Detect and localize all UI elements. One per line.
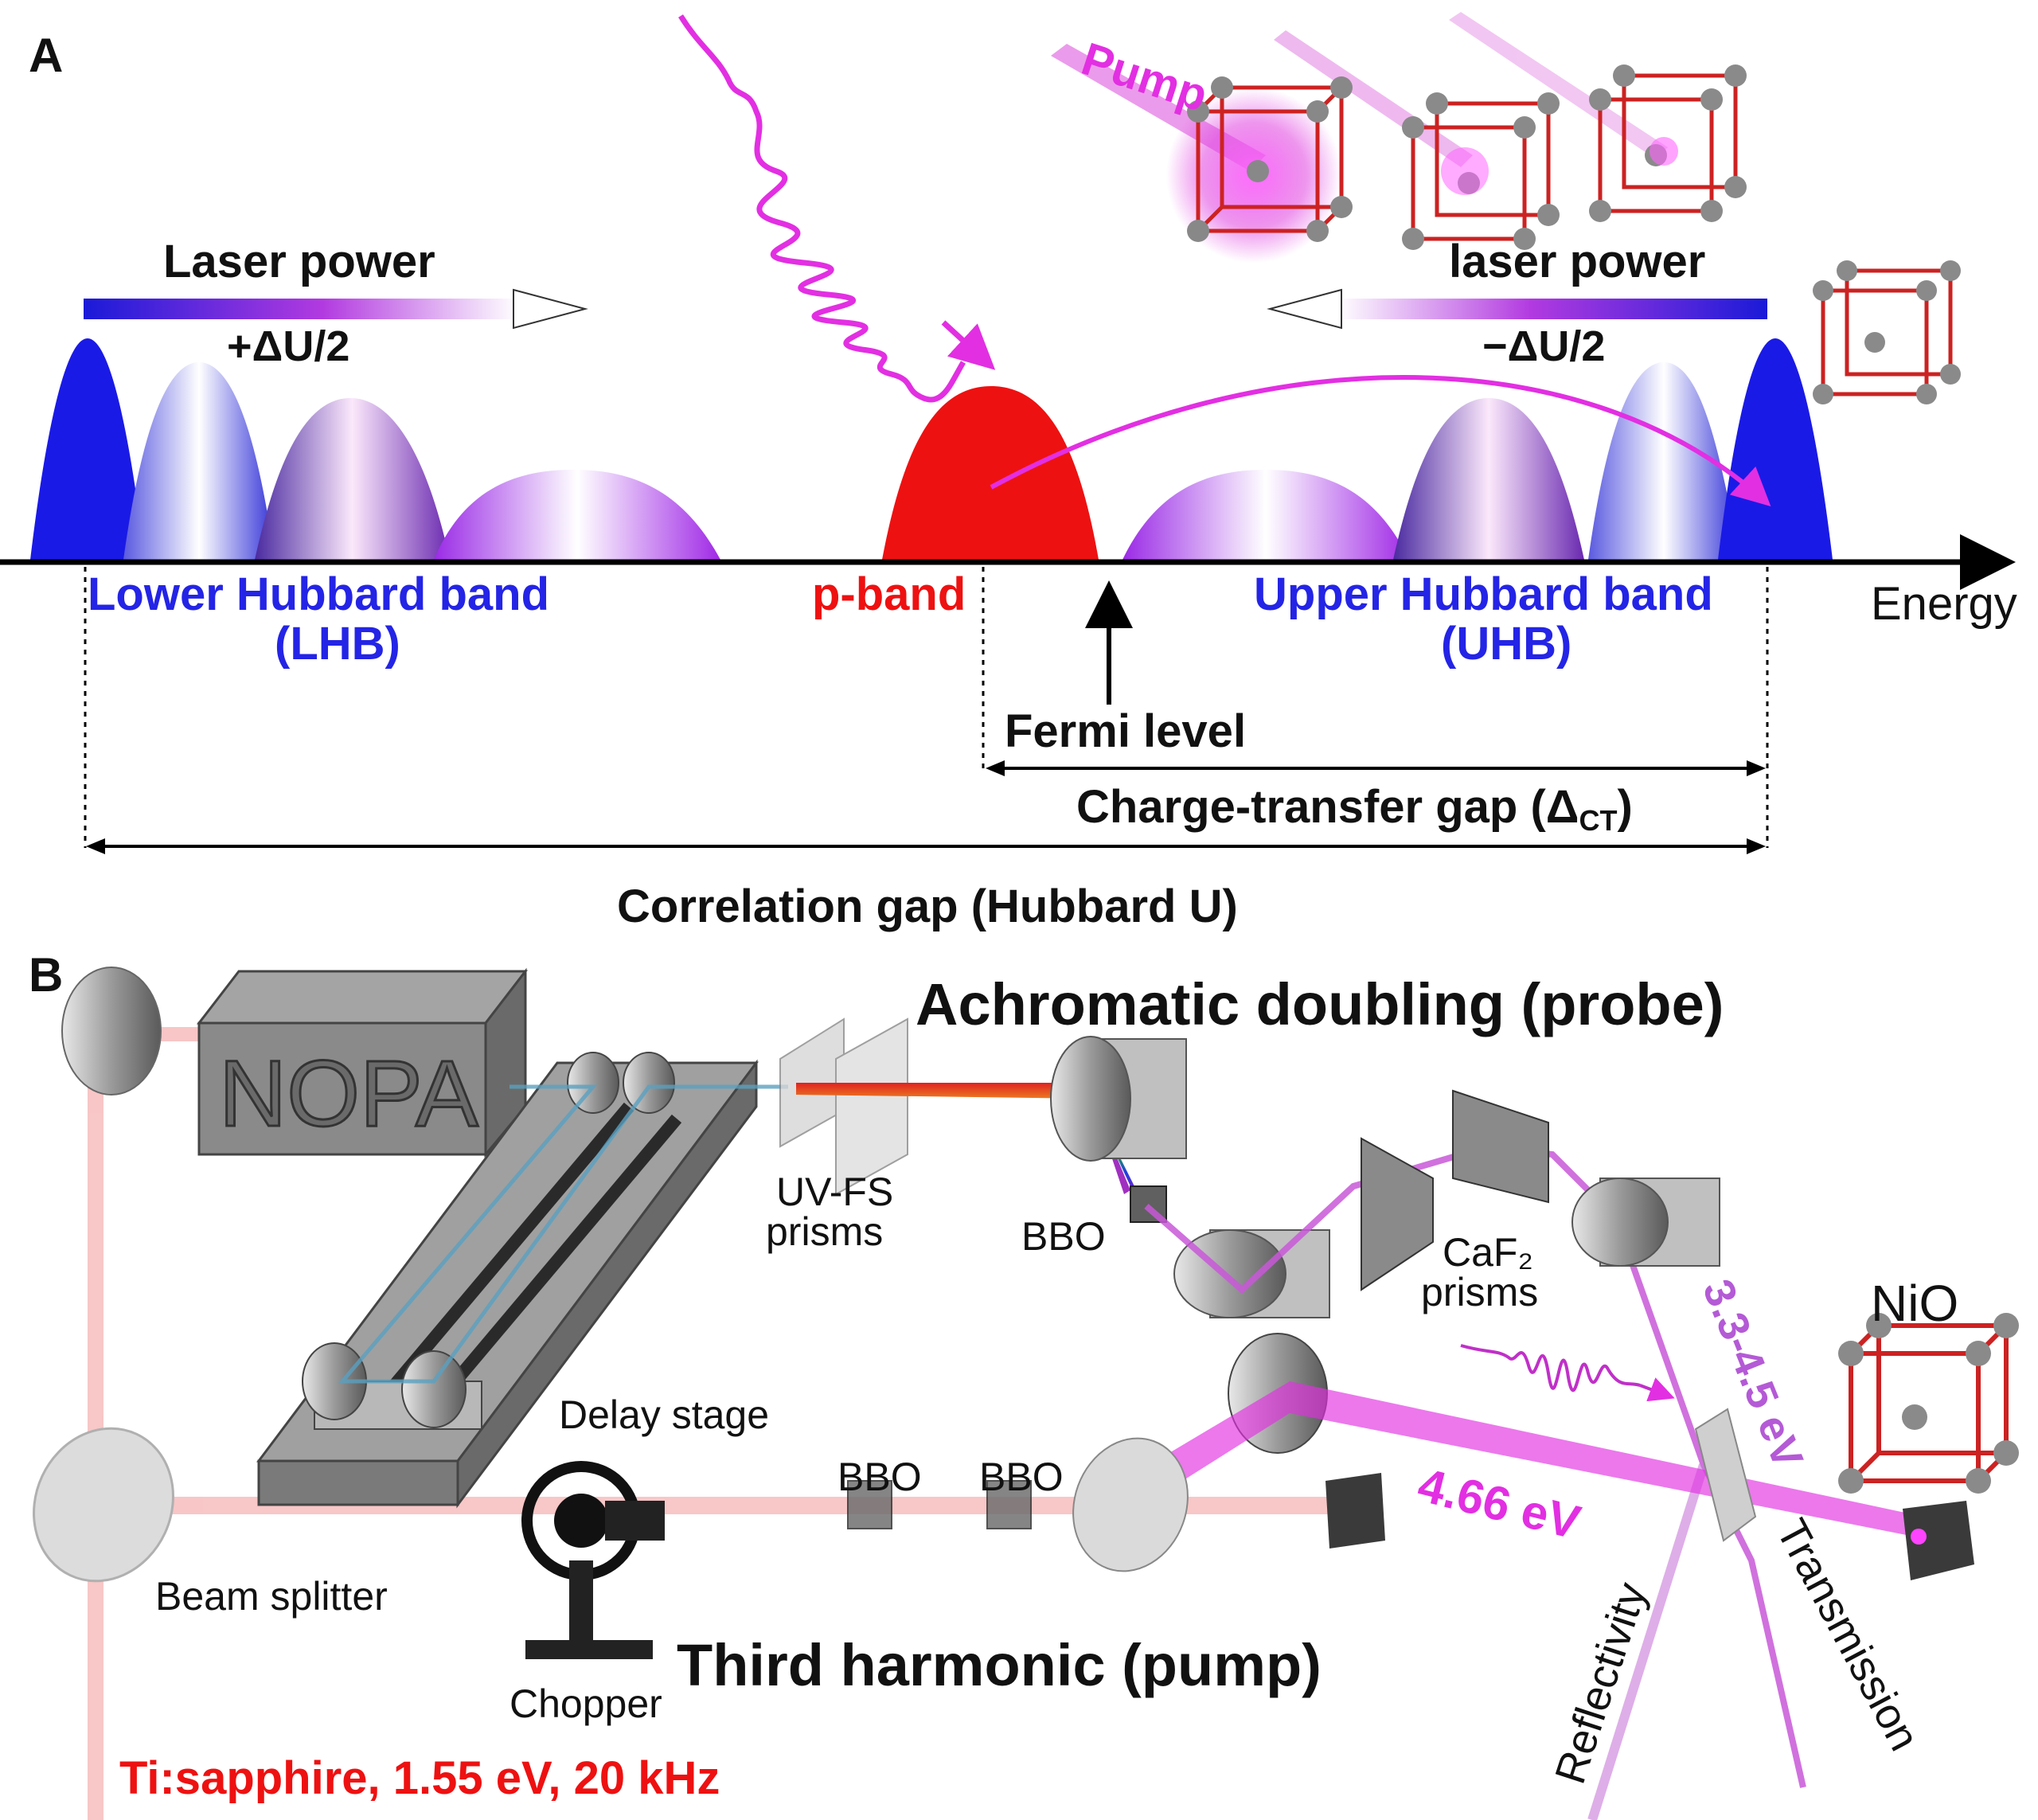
- bbo-pump-label-1: BBO: [837, 1455, 922, 1499]
- panel-a-label: A: [29, 29, 64, 82]
- nio-label: NiO: [1871, 1275, 1959, 1332]
- delta-u-right-label: −ΔU/2: [1482, 322, 1606, 370]
- caf2-label-line1: CaF₂: [1443, 1230, 1533, 1275]
- ct-gap-label: Charge-transfer gap (ΔCT): [1076, 781, 1633, 837]
- uhb-label: Upper Hubbard band: [1254, 568, 1713, 620]
- curved-mirror-3: [1571, 1178, 1720, 1267]
- pband-label: p-band: [812, 568, 966, 620]
- nopa-label: NOPA: [218, 1041, 480, 1146]
- beam-dump-middle: [1325, 1473, 1385, 1549]
- delay-stage: [256, 1052, 788, 1509]
- bbo-pump-label-2: BBO: [979, 1455, 1064, 1499]
- lhb-abbrev: (LHB): [275, 618, 400, 670]
- laser-power-left-arrow: [84, 288, 588, 330]
- laser-power-right-label: laser power: [1449, 236, 1706, 287]
- energy-axis-label: Energy: [1871, 578, 2017, 630]
- pump-wavepacket-arrow: [941, 320, 996, 370]
- ct-gap-subscript: CT: [1579, 804, 1618, 837]
- delta-u-left-label: +ΔU/2: [227, 322, 350, 370]
- caf2-label-line2: prisms: [1421, 1270, 1539, 1314]
- probe-wavepacket: [1460, 1344, 1641, 1392]
- dichroic-mirror: [1072, 1437, 1189, 1572]
- chopper: [521, 1461, 665, 1659]
- p-band-shape: [882, 386, 1099, 560]
- nio-sample-plate: [1694, 1408, 1757, 1542]
- probe-rainbow-beam: [796, 1083, 1138, 1194]
- ct-gap-arrow: [986, 760, 1766, 776]
- panel-b-label: B: [29, 948, 64, 1002]
- nio-crystal-3: [1589, 64, 1747, 222]
- correlation-gap-arrow: [86, 838, 1766, 854]
- ti-sapphire-label: Ti:sapphire, 1.55 eV, 20 kHz: [119, 1752, 720, 1804]
- chopper-label: Chopper: [510, 1681, 662, 1726]
- uvfs-label-line2: prisms: [766, 1209, 884, 1254]
- nio-crystal-4: [1813, 260, 1961, 404]
- probe-reflect-beam: [1587, 1463, 1708, 1820]
- gap-guides: [84, 567, 1769, 848]
- laser-power-right-arrow: [1267, 288, 1767, 330]
- bbo-pump-crystal-2: [986, 1480, 1032, 1529]
- band-lineshapes: [30, 338, 1833, 560]
- uvfs-prisms: [779, 1017, 908, 1196]
- uhb-abbrev: (UHB): [1441, 618, 1572, 670]
- laser-power-left-label: Laser power: [163, 236, 435, 287]
- delay-stage-label: Delay stage: [559, 1392, 770, 1437]
- nopa-box: [196, 967, 529, 1158]
- curved-mirror-2: [1173, 1229, 1330, 1318]
- third-harmonic-label: Third harmonic (pump): [677, 1632, 1322, 1698]
- beam-splitter-label: Beam splitter: [155, 1574, 388, 1619]
- nio-crystal-2: [1402, 92, 1560, 250]
- lhb-label: Lower Hubbard band: [88, 568, 549, 620]
- curved-mirror-1: [1050, 1036, 1187, 1162]
- bbo-probe-label: BBO: [1021, 1214, 1106, 1259]
- uvfs-label-line1: UV-FS: [776, 1170, 894, 1214]
- caf2-prisms: [1361, 1089, 1549, 1291]
- probe-wavepacket-arrow: [1639, 1377, 1675, 1402]
- achromatic-doubling-label: Achromatic doubling (probe): [916, 971, 1724, 1037]
- nio-crystal-1: [1187, 76, 1353, 242]
- charge-transfer-arc: [990, 375, 1771, 507]
- fermi-level-label: Fermi level: [1005, 705, 1247, 757]
- nio-crystal-sample: [1838, 1313, 2019, 1494]
- pump-wavepacket: [678, 14, 966, 403]
- correlation-gap-label: Correlation gap (Hubbard U): [617, 881, 1238, 932]
- bbo-pump-crystal-1: [847, 1480, 892, 1529]
- beam-splitter: [33, 1427, 174, 1583]
- beam-dump-right: [1903, 1501, 1974, 1580]
- mirror-top-left: [61, 967, 162, 1096]
